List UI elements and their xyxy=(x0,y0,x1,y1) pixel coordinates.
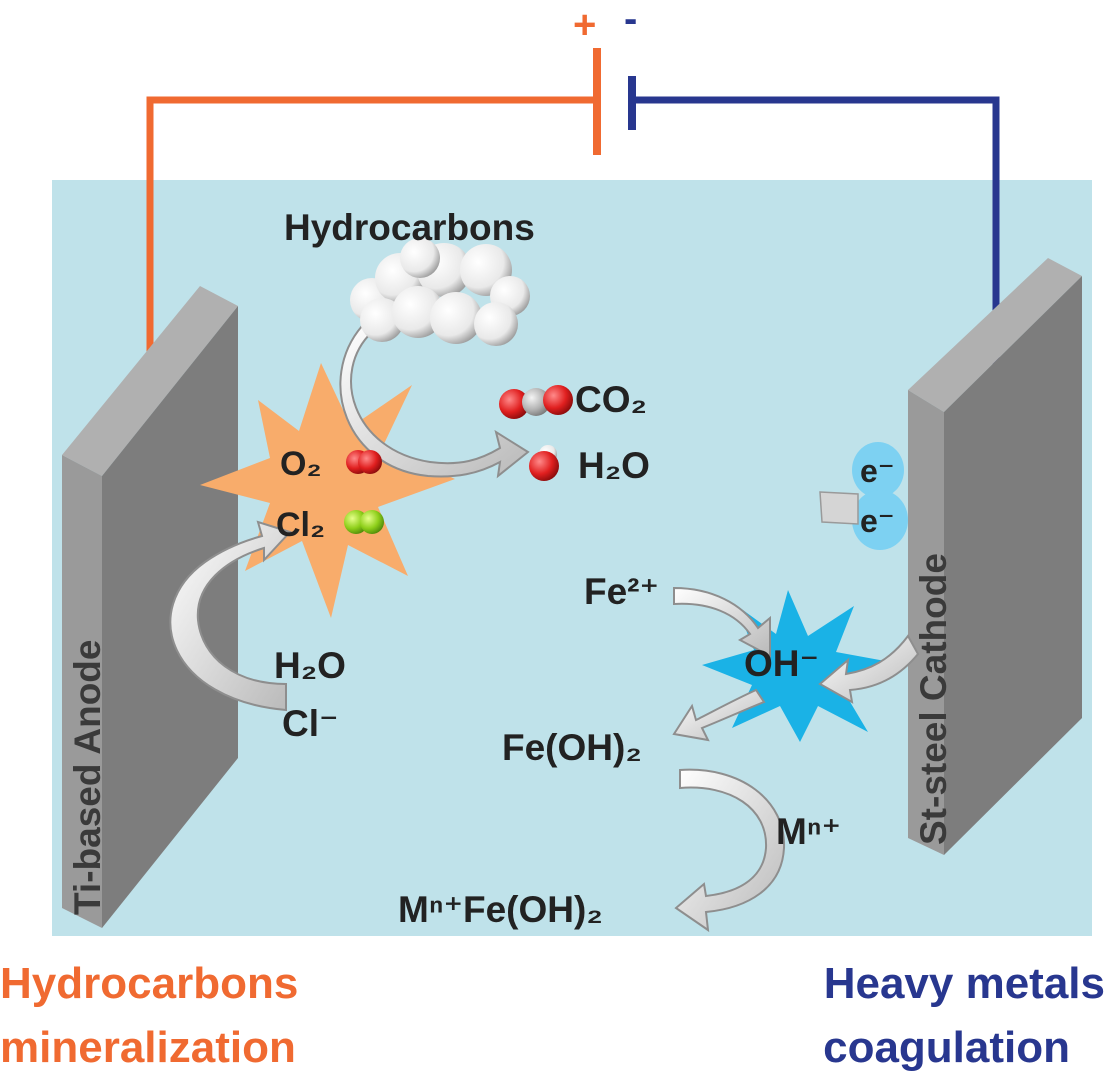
hydrocarbon-molecule xyxy=(350,238,530,346)
electron-2: e⁻ xyxy=(860,503,895,539)
h2o-reactant-label: H₂O xyxy=(274,645,346,686)
right-caption-line2: coagulation xyxy=(823,1023,1070,1072)
battery-minus-sign: - xyxy=(624,0,637,41)
arrow-fe2-to-oh xyxy=(673,586,771,658)
left-caption-line2: mineralization xyxy=(0,1023,296,1072)
co2-molecule xyxy=(499,385,573,419)
feoh2-label: Fe(OH)₂ xyxy=(502,727,642,768)
metal-ion-label: Mⁿ⁺ xyxy=(776,811,841,852)
arrow-cathode-to-oh xyxy=(818,634,920,704)
hydrocarbons-label: Hydrocarbons xyxy=(284,207,535,248)
chloride-label: Cl⁻ xyxy=(282,703,339,744)
right-caption-line1: Heavy metals xyxy=(824,959,1105,1008)
h2o-molecule xyxy=(529,445,559,481)
circuit: + - xyxy=(146,0,1000,368)
cl2-label: Cl₂ xyxy=(276,506,325,544)
electron-arrow xyxy=(819,491,859,525)
arrow-hydrocarbon-to-products xyxy=(339,324,530,479)
o2-molecule xyxy=(346,450,382,474)
arrow-to-cl2 xyxy=(169,520,292,712)
metal-hydroxide-complex-label: Mⁿ⁺Fe(OH)₂ xyxy=(398,889,603,930)
cathode-electrode: St-steel Cathode xyxy=(908,258,1082,855)
hydroxide-label: OH⁻ xyxy=(744,643,819,684)
o2-label: O₂ xyxy=(280,445,322,483)
cathode-label: St-steel Cathode xyxy=(913,553,954,845)
cl2-molecule xyxy=(344,510,384,534)
anode-label: Ti-based Anode xyxy=(67,640,108,915)
fe2-label: Fe²⁺ xyxy=(584,571,659,612)
electron-cloud: e⁻ e⁻ xyxy=(819,442,908,550)
reaction-arrows xyxy=(169,324,920,933)
left-caption-line1: Hydrocarbons xyxy=(0,959,298,1008)
arrow-feoh2-to-complex xyxy=(674,768,786,933)
battery-plus-sign: + xyxy=(573,3,596,47)
anode-wire xyxy=(146,96,597,366)
electron-1: e⁻ xyxy=(860,453,895,489)
co2-label: CO₂ xyxy=(575,379,647,420)
h2o-product-label: H₂O xyxy=(578,445,650,486)
cathode-wire xyxy=(632,96,1000,368)
arrow-oh-to-feoh2 xyxy=(672,688,766,742)
